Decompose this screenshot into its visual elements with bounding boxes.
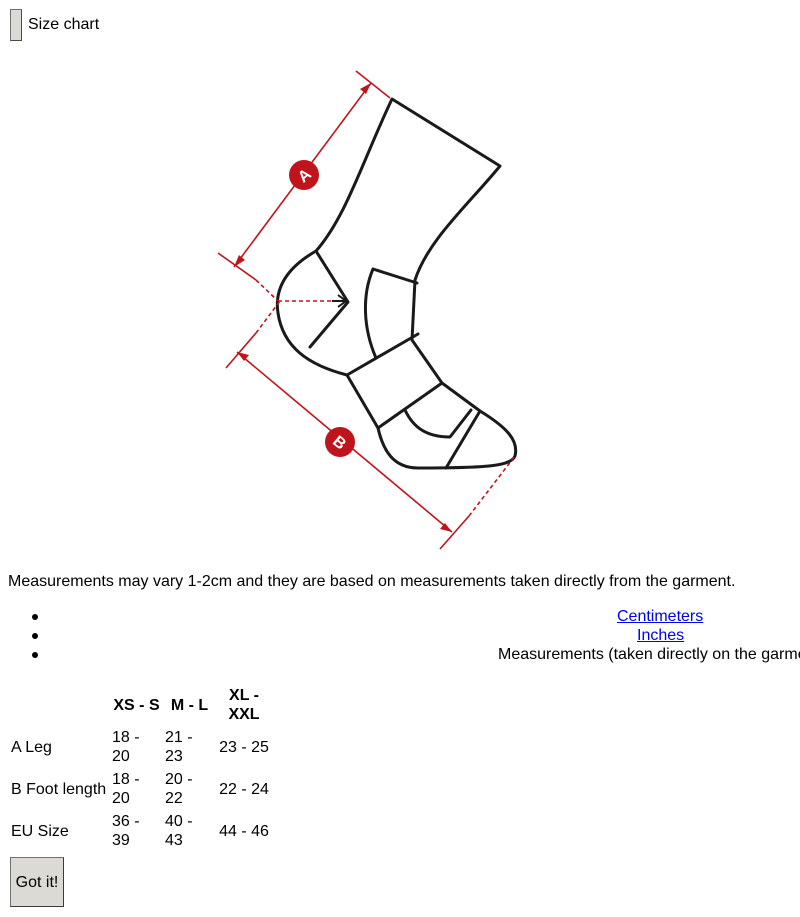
centimeters-link[interactable]: Centimeters: [617, 608, 704, 625]
row-label: A Leg: [11, 738, 52, 756]
row-label: EU Size: [11, 822, 69, 840]
table-cell: 23 - 25: [219, 738, 269, 756]
inches-link[interactable]: Inches: [637, 627, 685, 644]
size-table: XS - S M - L XL - XXL A Leg 18 - 20 21 -…: [8, 683, 273, 853]
dialog-title: Size chart: [28, 16, 100, 33]
size-chart-header: Size chart: [10, 9, 99, 41]
measurement-arrowheads: [234, 83, 452, 532]
table-cell: 44 - 46: [219, 822, 269, 840]
bullet-icon: [32, 633, 38, 639]
header-m-l: M - L: [170, 696, 209, 714]
header-xs-s: XS - S: [113, 696, 160, 714]
table-cell: 20 - 22: [165, 771, 193, 807]
measurements-caption: Measurements (taken directly on the garm…: [498, 646, 800, 663]
measurement-badge-a: A: [289, 160, 319, 190]
unit-tabs: Centimeters Inches Measurements (taken d…: [0, 607, 800, 667]
bullet-icon: [32, 652, 38, 658]
bullet-icon: [32, 614, 38, 620]
table-cell: 40 - 43: [165, 813, 193, 849]
header-xl-xxl: XL - XXL: [228, 687, 260, 723]
tab-centimeters: Centimeters: [0, 607, 800, 626]
sock-outline: [275, 97, 518, 470]
tab-inches: Inches: [0, 626, 800, 645]
table-cell: 21 - 23: [165, 729, 193, 765]
close-button[interactable]: [10, 9, 22, 41]
row-label: B Foot length: [11, 780, 107, 798]
table-row: EU Size 36 - 39 40 - 43 44 - 46: [10, 811, 271, 851]
table-header-row: XS - S M - L XL - XXL: [10, 685, 271, 725]
tab-measurements: Measurements (taken directly on the garm…: [0, 645, 800, 664]
table-cell: 18 - 20: [112, 729, 140, 765]
table-cell: 18 - 20: [112, 771, 140, 807]
table-cell: 36 - 39: [112, 813, 140, 849]
table-row: B Foot length 18 - 20 20 - 22 22 - 24: [10, 769, 271, 809]
header-corner: [10, 685, 109, 725]
heel-marker: [332, 294, 348, 308]
measurement-badge-b: B: [325, 427, 355, 457]
got-it-button[interactable]: Got it!: [10, 857, 64, 907]
table-cell: 22 - 24: [219, 780, 269, 798]
measurement-note: Measurements may vary 1-2cm and they are…: [8, 573, 736, 590]
table-row: A Leg 18 - 20 21 - 23 23 - 25: [10, 727, 271, 767]
sock-measurement-diagram: A B: [217, 70, 518, 550]
